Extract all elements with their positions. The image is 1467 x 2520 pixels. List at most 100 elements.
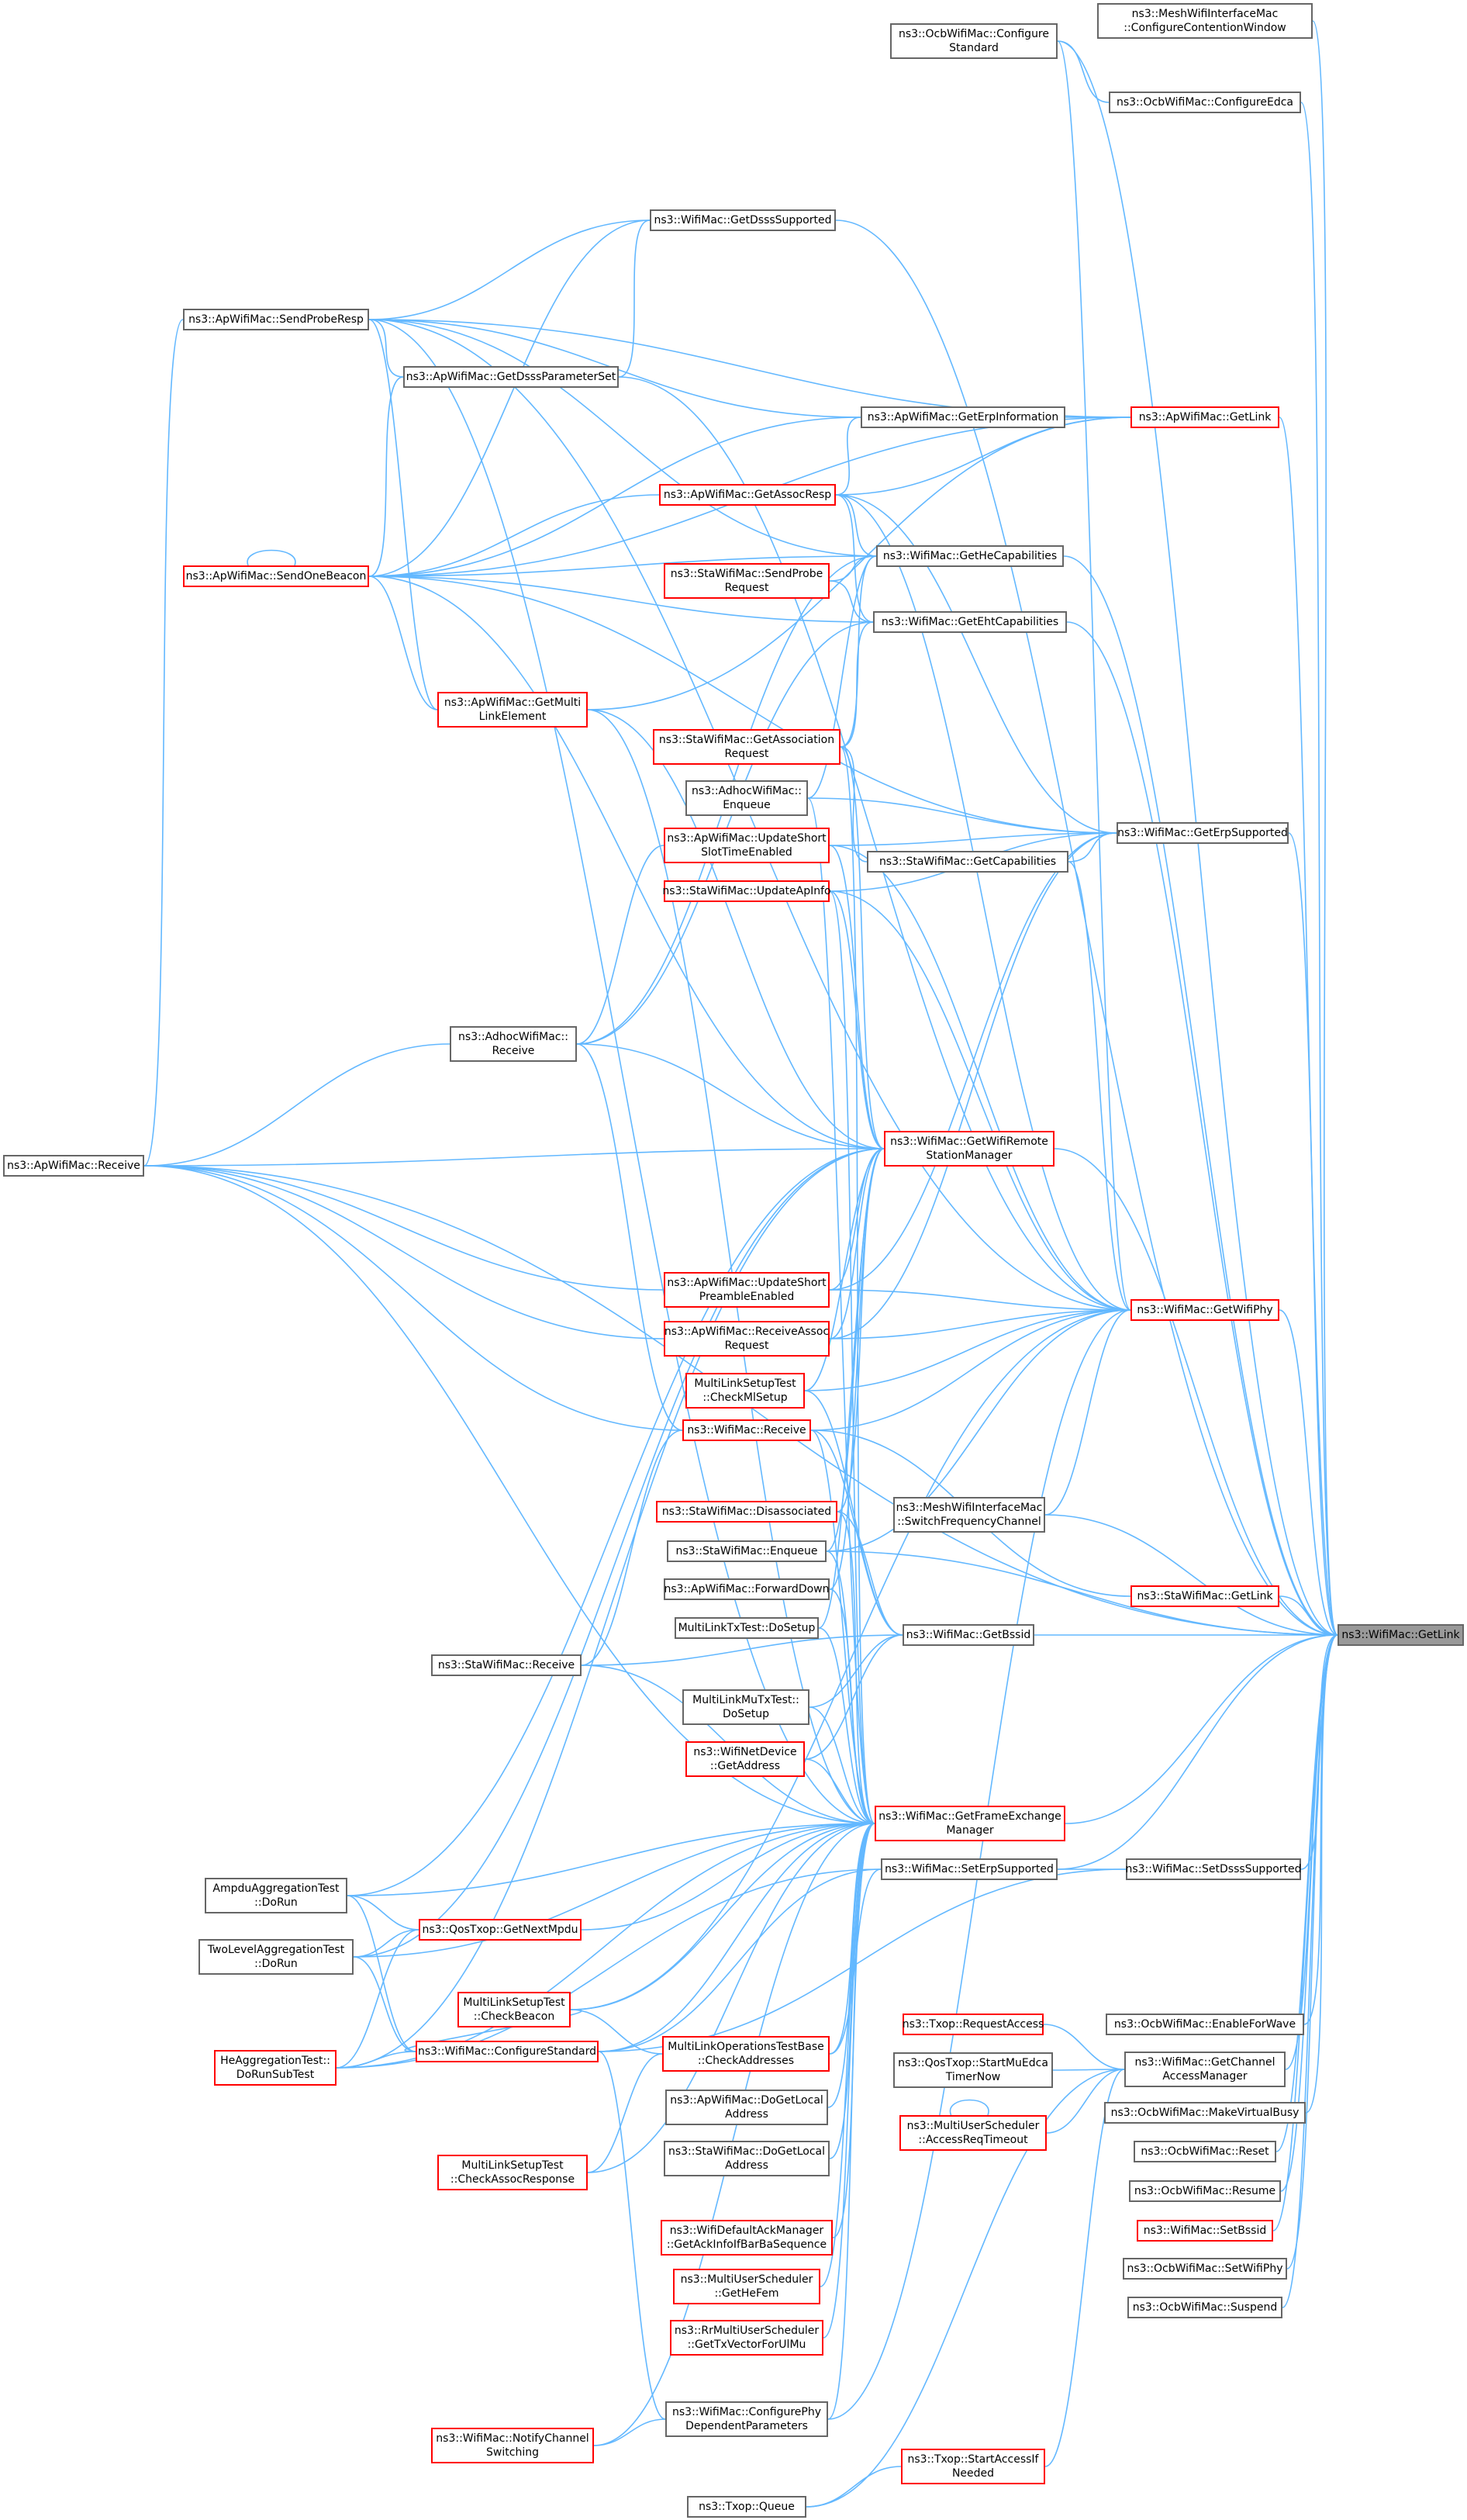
- node-sta-get-link[interactable]: ns3::StaWifiMac::GetLink: [1130, 1585, 1279, 1607]
- node-sta-get-capabilities[interactable]: ns3::StaWifiMac::GetCapabilities: [867, 851, 1068, 873]
- call-edge-getwifiphy-to-checkmlsetup: [804, 1306, 1137, 1391]
- call-edge-getwrsm-to-sta_disassociated: [837, 1145, 890, 1512]
- node-ap-send-one-beacon[interactable]: ns3::ApWifiMac::SendOneBeacon: [183, 565, 369, 587]
- node-wifimac-set-erp-supported[interactable]: ns3::WifiMac::SetErpSupported: [881, 1858, 1058, 1880]
- node-txop-start-access-if-needed[interactable]: ns3::Txop::StartAccessIf Needed: [901, 2449, 1045, 2484]
- node-ap-forward-down[interactable]: ns3::ApWifiMac::ForwardDown: [664, 1578, 830, 1600]
- node-qostxop-start-mu-edca-timer-now[interactable]: ns3::QosTxop::StartMuEdca TimerNow: [893, 2052, 1053, 2088]
- node-ap-get-erp-information[interactable]: ns3::ApWifiMac::GetErpInformation: [861, 406, 1065, 428]
- call-edge-qostxop_getnextmpdu-to-ampdu_dorun: [347, 1895, 425, 1934]
- call-edge-updateshortslot-to-adhoc_receive: [576, 842, 670, 1045]
- node-wifimac-receive[interactable]: ns3::WifiMac::Receive: [682, 1419, 811, 1441]
- node-wifimac-get-wifi-phy[interactable]: ns3::WifiMac::GetWifiPhy: [1130, 1299, 1279, 1321]
- node-ampduaggregationtest-do-run[interactable]: AmpduAggregationTest ::DoRun: [205, 1878, 347, 1913]
- node-multilinksetuptest-check-beacon[interactable]: MultiLinkSetupTest ::CheckBeacon: [457, 1992, 571, 2027]
- node-wifimac-get-bssid[interactable]: ns3::WifiMac::GetBssid: [903, 1624, 1034, 1646]
- node-ocb-reset[interactable]: ns3::OcbWifiMac::Reset: [1134, 2141, 1276, 2162]
- call-edge-wifimac_receive-to-sta_receive: [581, 1426, 689, 1666]
- node-multiuserscheduler-get-he-fem[interactable]: ns3::MultiUserScheduler ::GetHeFem: [673, 2269, 820, 2304]
- node-multilinksetuptest-check-ml-setup[interactable]: MultiLinkSetupTest ::CheckMlSetup: [685, 1373, 805, 1409]
- call-edge-gethecap-to-sendproberesp: [368, 319, 882, 560]
- node-ap-get-dsss-parameter-set[interactable]: ns3::ApWifiMac::GetDsssParameterSet: [403, 366, 619, 388]
- node-multilinkoperationstestbase-check-addresses[interactable]: MultiLinkOperationsTestBase ::CheckAddre…: [662, 2036, 830, 2072]
- node-sta-do-get-local-address[interactable]: ns3::StaWifiMac::DoGetLocal Address: [664, 2141, 830, 2176]
- call-edge-getehtcap-to-sendonebeacon: [368, 576, 879, 626]
- node-sta-update-ap-info[interactable]: ns3::StaWifiMac::UpdateApInfo: [662, 880, 831, 902]
- node-ocb-suspend[interactable]: ns3::OcbWifiMac::Suspend: [1127, 2297, 1282, 2318]
- call-edge-getfem-to-ampdu_dorun: [347, 1820, 881, 1896]
- node-wifimac-get-he-capabilities[interactable]: ns3::WifiMac::GetHeCapabilities: [876, 545, 1064, 567]
- call-edge-getdsss-to-getdssspar: [618, 216, 656, 378]
- node-rrmultiuserscheduler-get-tx-vector-for-ul-mu[interactable]: ns3::RrMultiUserScheduler ::GetTxVectorF…: [670, 2320, 823, 2356]
- call-edge-adhoc_receive-to-ap_receive: [143, 1040, 456, 1167]
- node-ocb-resume[interactable]: ns3::OcbWifiMac::Resume: [1129, 2180, 1281, 2202]
- node-ap-receive[interactable]: ns3::ApWifiMac::Receive: [3, 1155, 144, 1177]
- node-mesh-configure-contention-window[interactable]: ns3::MeshWifiInterfaceMac ::ConfigureCon…: [1097, 3, 1313, 39]
- call-edge-getehtcap-to-getassocreq: [840, 618, 879, 748]
- node-sta-send-probe-request[interactable]: ns3::StaWifiMac::SendProbe Request: [664, 563, 830, 599]
- node-ap-do-get-local-address[interactable]: ns3::ApWifiMac::DoGetLocal Address: [665, 2090, 828, 2125]
- node-wifinetdevice-get-address[interactable]: ns3::WifiNetDevice ::GetAddress: [685, 1741, 805, 1777]
- call-edge-getwifiphy-to-sta_getcap: [1068, 861, 1137, 1314]
- call-edge-getfem-to-qostxop_getnextmpdu: [581, 1820, 881, 1931]
- call-edge-getfem-to-ap_dogetlocal: [827, 1820, 881, 2108]
- node-ocb-configure-edca[interactable]: ns3::OcbWifiMac::ConfigureEdca: [1109, 92, 1301, 113]
- call-edge-getlink-to-sta_getlink: [1279, 1595, 1344, 1639]
- node-ap-get-multi-link-element[interactable]: ns3::ApWifiMac::GetMulti LinkElement: [437, 692, 588, 728]
- node-wifimac-set-dsss-supported[interactable]: ns3::WifiMac::SetDsssSupported: [1125, 1858, 1302, 1880]
- node-mesh-switch-frequency-channel[interactable]: ns3::MeshWifiInterfaceMac ::SwitchFreque…: [893, 1497, 1045, 1533]
- node-adhoc-enqueue[interactable]: ns3::AdhocWifiMac:: Enqueue: [685, 780, 808, 816]
- node-wifimac-get-channel-access-manager[interactable]: ns3::WifiMac::GetChannel AccessManager: [1124, 2052, 1286, 2087]
- node-ap-receive-assoc-request[interactable]: ns3::ApWifiMac::ReceiveAssoc Request: [664, 1321, 830, 1357]
- node-ocb-set-wifi-phy[interactable]: ns3::OcbWifiMac::SetWifiPhy: [1123, 2258, 1287, 2280]
- call-edge-configurephydep-to-configurestandard: [598, 2051, 671, 2423]
- call-edge-getfem-to-sendproberesp: [368, 319, 881, 1827]
- call-edge-configurestandard-to-heagg: [336, 2048, 422, 2069]
- node-ap-send-probe-resp[interactable]: ns3::ApWifiMac::SendProbeResp: [183, 309, 369, 330]
- node-ap-update-short-preamble-enabled[interactable]: ns3::ApWifiMac::UpdateShort PreambleEnab…: [664, 1272, 830, 1308]
- call-edge-sendonebeacon-to-sendonebeacon: [247, 549, 296, 572]
- call-edge-seterpsupported-to-checkaddresses: [829, 1865, 887, 2055]
- node-multilinkmutxtest-do-setup[interactable]: MultiLinkMuTxTest:: DoSetup: [682, 1689, 809, 1725]
- call-edge-getlink-to-ocb_setwifiphy: [1286, 1631, 1344, 2269]
- node-qostxop-get-next-mpdu[interactable]: ns3::QosTxop::GetNextMpdu: [419, 1919, 582, 1941]
- node-ap-update-short-slot-time-enabled[interactable]: ns3::ApWifiMac::UpdateShort SlotTimeEnab…: [664, 828, 830, 863]
- node-wifimac-configure-phy-dependent-parameters[interactable]: ns3::WifiMac::ConfigurePhy DependentPara…: [665, 2401, 828, 2437]
- node-ocb-make-virtual-busy[interactable]: ns3::OcbWifiMac::MakeVirtualBusy: [1104, 2102, 1306, 2124]
- node-txop-request-access[interactable]: ns3::Txop::RequestAccess: [903, 2014, 1044, 2035]
- call-edge-receiveassoc-to-ap_receive: [143, 1165, 670, 1343]
- call-edge-getfem-to-ap_forwarddown: [829, 1588, 881, 1827]
- call-edge-geterpinfo-to-getassocresp: [835, 413, 867, 496]
- node-wifimac-notify-channel-switching[interactable]: ns3::WifiMac::NotifyChannel Switching: [431, 2428, 594, 2463]
- node-wifimac-get-frame-exchange-manager[interactable]: ns3::WifiMac::GetFrameExchange Manager: [875, 1806, 1065, 1841]
- node-twolevelaggregationtest-do-run[interactable]: TwoLevelAggregationTest ::DoRun: [198, 1939, 354, 1975]
- node-ap-get-assoc-resp[interactable]: ns3::ApWifiMac::GetAssocResp: [659, 484, 836, 506]
- node-wifimac-set-bssid[interactable]: ns3::WifiMac::SetBssid: [1137, 2220, 1273, 2242]
- node-wifimac-get-eht-capabilities[interactable]: ns3::WifiMac::GetEhtCapabilities: [873, 611, 1067, 633]
- node-sta-enqueue[interactable]: ns3::StaWifiMac::Enqueue: [667, 1540, 827, 1562]
- node-txop-queue[interactable]: ns3::Txop::Queue: [687, 2496, 806, 2518]
- node-multiuserscheduler-access-req-timeout[interactable]: ns3::MultiUserScheduler ::AccessReqTimeo…: [899, 2115, 1047, 2151]
- node-sta-get-association-request[interactable]: ns3::StaWifiMac::GetAssociation Request: [653, 729, 841, 765]
- call-edge-gethecap-to-adhoc_enqueue: [807, 552, 882, 799]
- node-wifidefaultackmanager-get-ack-info[interactable]: ns3::WifiDefaultAckManager ::GetAckInfoI…: [661, 2220, 833, 2256]
- node-multilinksetuptest-check-assoc-response[interactable]: MultiLinkSetupTest ::CheckAssocResponse: [437, 2155, 588, 2190]
- node-sta-disassociated[interactable]: ns3::StaWifiMac::Disassociated: [656, 1501, 837, 1523]
- node-heaggregationtest-do-run-sub-test[interactable]: HeAggregationTest:: DoRunSubTest: [214, 2050, 337, 2086]
- call-edge-getwrsm-to-receiveassoc: [829, 1145, 890, 1340]
- node-sta-receive[interactable]: ns3::StaWifiMac::Receive: [431, 1654, 582, 1676]
- node-multilinktxtest-do-setup[interactable]: MultiLinkTxTest::DoSetup: [675, 1617, 819, 1639]
- node-wifimac-get-erp-supported[interactable]: ns3::WifiMac::GetErpSupported: [1117, 822, 1289, 844]
- call-edge-getwifiphy-to-wifimac_receive: [810, 1306, 1137, 1431]
- call-edge-getdssspar-to-sendproberesp: [368, 319, 409, 381]
- call-edge-getwrsm-to-sta_enqueue: [826, 1145, 890, 1552]
- node-wifimac-get-dsss-supported[interactable]: ns3::WifiMac::GetDsssSupported: [650, 209, 836, 231]
- node-ocb-enable-for-wave[interactable]: ns3::OcbWifiMac::EnableForWave: [1106, 2014, 1304, 2035]
- node-wifimac-configure-standard[interactable]: ns3::WifiMac::ConfigureStandard: [416, 2041, 599, 2062]
- node-ap-get-link[interactable]: ns3::ApWifiMac::GetLink: [1130, 406, 1279, 428]
- node-ocb-configure-standard[interactable]: ns3::OcbWifiMac::Configure Standard: [890, 23, 1058, 59]
- node-adhoc-receive[interactable]: ns3::AdhocWifiMac:: Receive: [450, 1026, 577, 1062]
- node-wifimac-get-wifi-remote-station-manager[interactable]: ns3::WifiMac::GetWifiRemote StationManag…: [884, 1131, 1055, 1167]
- call-edge-getmultilink-to-sendonebeacon: [368, 576, 444, 714]
